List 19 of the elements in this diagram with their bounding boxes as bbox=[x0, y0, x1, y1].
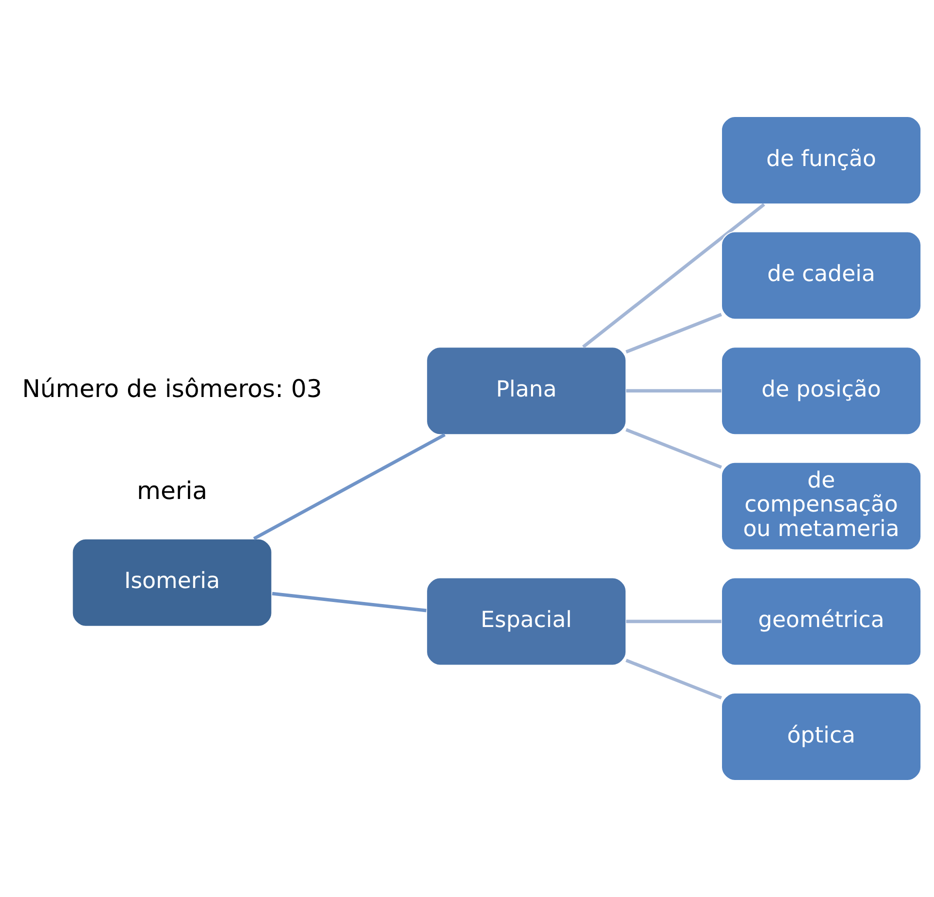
connector bbox=[253, 433, 446, 540]
connector bbox=[626, 389, 722, 392]
connector bbox=[626, 428, 722, 469]
connector bbox=[626, 620, 722, 624]
connector bbox=[582, 203, 766, 348]
label: Número de isômeros: 03 bbox=[22, 374, 322, 404]
node-box: Isomeria bbox=[72, 538, 272, 627]
node-box: Plana bbox=[426, 346, 627, 436]
connector bbox=[626, 658, 722, 700]
node-box: de compensação ou metameria bbox=[720, 462, 922, 550]
node-box: de posição bbox=[720, 346, 922, 436]
node-box: geométrica bbox=[720, 577, 922, 666]
node-box: de cadeia bbox=[720, 231, 922, 320]
node-box: Espacial bbox=[426, 577, 627, 666]
connector bbox=[626, 312, 722, 354]
node-box: óptica bbox=[720, 692, 922, 782]
label: meria bbox=[136, 476, 208, 506]
connector bbox=[272, 592, 427, 612]
node-box: de função bbox=[720, 116, 922, 205]
